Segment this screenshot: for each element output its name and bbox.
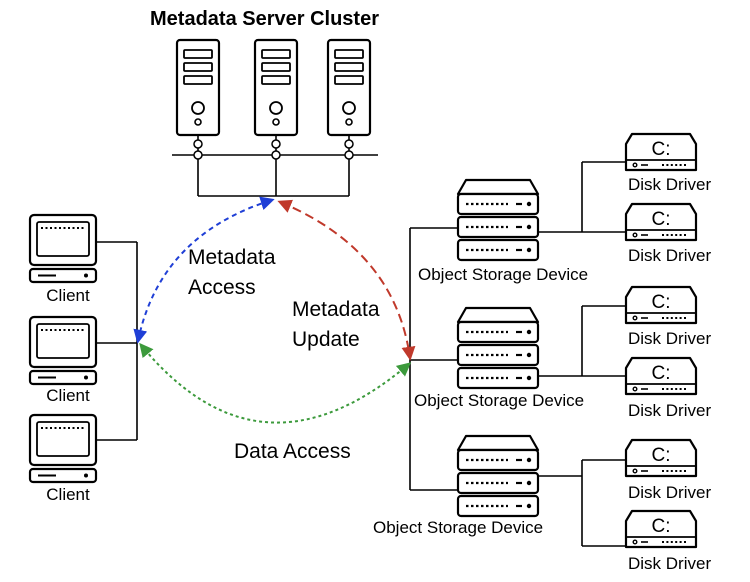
- metadata-access-line-1: Metadata: [188, 246, 276, 269]
- metadata-access-arrow: [133, 196, 275, 344]
- disk-drive-icon: C:: [624, 356, 698, 396]
- client-computer-3: [28, 413, 98, 484]
- osd-label: Object Storage Device: [414, 391, 585, 410]
- client-computer-2: [28, 315, 98, 386]
- metadata-update-arrow: [277, 199, 416, 361]
- metadata-update-label: Metadata Update: [292, 295, 380, 355]
- disk-label: Disk Driver: [628, 401, 712, 420]
- client-label: Client: [46, 286, 90, 305]
- object-storage-devices: [409, 161, 626, 547]
- data-access-label: Data Access: [234, 440, 351, 463]
- osd-label: Object Storage Device: [418, 265, 589, 284]
- disk-drive-icon: C:: [624, 132, 698, 172]
- disk-label: Disk Driver: [628, 554, 712, 573]
- client-label: Client: [46, 485, 90, 504]
- disk-label: Disk Driver: [628, 175, 712, 194]
- data-access-arrow: [139, 342, 412, 424]
- metadata-update-line-1: Metadata: [292, 298, 380, 321]
- svg-text:C:: C:: [652, 209, 671, 230]
- disk-drive-icon: C:: [624, 438, 698, 478]
- metadata-servers: [172, 38, 378, 197]
- disk-drive-icon: C:: [624, 509, 698, 549]
- disk-drive-icon: C:: [624, 202, 698, 242]
- svg-text:C:: C:: [652, 139, 671, 160]
- metadata-server-3: [326, 38, 372, 137]
- clients: [28, 213, 138, 484]
- osd-server-1: [456, 178, 540, 262]
- metadata-access-label: Metadata Access: [188, 243, 276, 303]
- osd-label: Object Storage Device: [373, 518, 544, 537]
- svg-text:C:: C:: [652, 445, 671, 466]
- client-label: Client: [46, 386, 90, 405]
- disk-drives: C: C: C: C: C: C:: [624, 132, 698, 549]
- metadata-access-line-2: Access: [188, 276, 256, 299]
- svg-text:C:: C:: [652, 363, 671, 384]
- client-computer-1: [28, 213, 98, 284]
- osd-server-2: [456, 306, 540, 390]
- svg-text:C:: C:: [652, 516, 671, 537]
- cluster-title: Metadata Server Cluster: [150, 8, 379, 30]
- disk-label: Disk Driver: [628, 246, 712, 265]
- osd-server-3: [456, 434, 540, 518]
- metadata-server-2: [253, 38, 299, 137]
- disk-label: Disk Driver: [628, 483, 712, 502]
- disk-drive-icon: C:: [624, 285, 698, 325]
- metadata-update-line-2: Update: [292, 328, 360, 351]
- svg-text:C:: C:: [652, 292, 671, 313]
- disk-label: Disk Driver: [628, 329, 712, 348]
- metadata-server-1: [175, 38, 221, 137]
